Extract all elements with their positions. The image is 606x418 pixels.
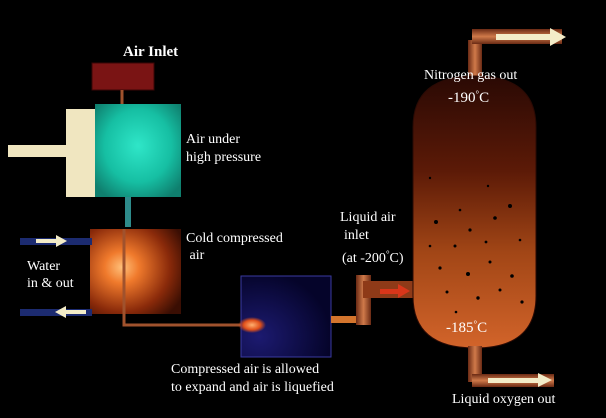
arrow-right-icon bbox=[488, 373, 552, 387]
water-in-out-label: Water in & out bbox=[27, 259, 74, 291]
cold-compressed-air-label: Cold compressed air bbox=[186, 231, 283, 263]
copper-pipe-to-expansion bbox=[122, 229, 243, 327]
air-inlet-box bbox=[91, 62, 155, 91]
nitrogen-gas-out-label: Nitrogen gas out bbox=[424, 68, 518, 83]
liquid-air-inlet-line3: (at -200°C) bbox=[342, 249, 404, 266]
air-inlet-label: Air Inlet bbox=[123, 44, 179, 60]
top-temperature-label: -190°C bbox=[448, 89, 490, 106]
degree-symbol: ° bbox=[473, 319, 478, 329]
expansion-glow bbox=[238, 317, 266, 333]
column-bubbles bbox=[428, 176, 524, 314]
expansion-chamber bbox=[240, 275, 332, 358]
oxygen-pipe-vertical bbox=[468, 346, 482, 382]
degree-symbol: ° bbox=[385, 249, 390, 259]
arrow-left-icon bbox=[55, 306, 86, 318]
air-under-high-pressure-label: Air under high pressure bbox=[186, 132, 262, 165]
inlet-pipe bbox=[120, 90, 130, 108]
liquid-air-inlet-line1: Liquid air bbox=[340, 210, 396, 225]
fractionating-column bbox=[412, 75, 537, 349]
high-pressure-chamber bbox=[95, 104, 181, 197]
teal-pipe bbox=[125, 197, 131, 227]
liquid-oxygen-out-label: Liquid oxygen out bbox=[452, 392, 556, 407]
arrow-right-icon bbox=[380, 284, 410, 298]
piston-head bbox=[66, 109, 95, 197]
piston-rod bbox=[8, 145, 70, 157]
arrow-right-icon bbox=[496, 28, 566, 46]
compressed-air-expand-label: Compressed air is allowed to expand and … bbox=[171, 362, 334, 395]
cold-compressed-chamber bbox=[90, 229, 181, 314]
arrow-right-icon bbox=[36, 235, 67, 247]
liquid-air-inlet-line2: inlet bbox=[344, 228, 369, 243]
bottom-temperature-label: -185°C bbox=[446, 319, 488, 336]
liquid-air-pipe bbox=[331, 316, 361, 323]
degree-symbol: ° bbox=[475, 89, 480, 99]
